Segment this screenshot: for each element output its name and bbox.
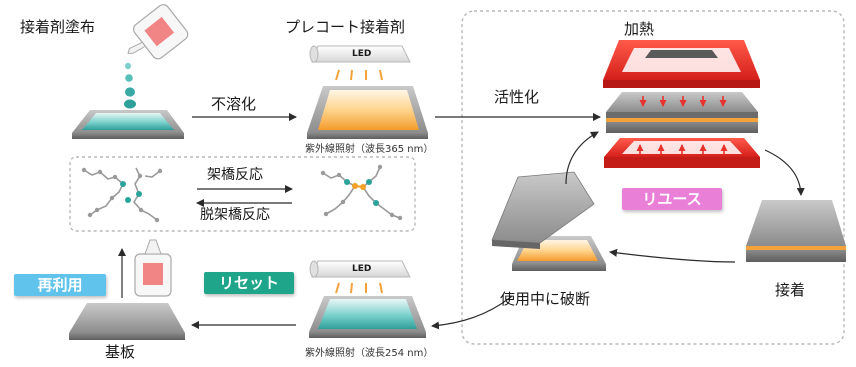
crosslink-reaction-label: 架橋反応: [207, 167, 263, 183]
broken-in-use-label: 使用中に破断: [500, 290, 591, 308]
glue-drops: [124, 62, 136, 109]
precoated-plate: [307, 86, 428, 139]
led-lamp-top: [309, 45, 411, 81]
precoat-adhesive-label: プレコート接着剤: [285, 18, 406, 36]
heating-to-bonding-arrow: [764, 149, 805, 196]
adhesive-coating-label: 接着剤塗布: [20, 18, 96, 36]
bonding-to-broken-arrow: [609, 248, 736, 263]
uv-365-label: 紫外線照射（波長365 nm）: [305, 144, 434, 155]
broken-to-heating-arrow: [565, 131, 599, 185]
layered-assembly: [606, 92, 758, 133]
reset-badge: リセット: [204, 272, 294, 294]
reset-plate: [309, 296, 426, 338]
heat-arrows-down: [639, 96, 727, 107]
linear-polymer-chains: [81, 167, 163, 223]
reuse-cycle-frame: [461, 10, 845, 345]
reuse-badge: リユース: [622, 188, 722, 210]
decrosslink-reaction-label: 脱架橋反応: [200, 207, 270, 223]
substrate-label: 基板: [105, 343, 136, 361]
bonding-label: 接着: [775, 281, 806, 299]
led-label-top: LED: [352, 49, 372, 59]
crosslink-reaction-frame: [69, 156, 416, 232]
led-label-bottom: LED: [352, 264, 372, 274]
broken-to-reset-arrow: [431, 295, 513, 330]
insolubilize-label: 不溶化: [211, 95, 257, 113]
glue-bottle-icon: [127, 4, 189, 60]
coated-substrate-plate: [72, 110, 184, 139]
reutilize-badge: 再利用: [14, 274, 106, 296]
led-lamp-bottom: [309, 260, 411, 294]
heating-label: 加熱: [624, 20, 655, 38]
glue-bottle-small-icon: [134, 239, 172, 297]
bonded-plate: [746, 200, 846, 262]
activate-label: 活性化: [494, 88, 540, 106]
crosslinked-network: [320, 164, 403, 221]
broken-bonded-plate: [491, 171, 606, 271]
heat-arrows-up: [636, 144, 728, 154]
top-heater: [603, 40, 760, 88]
uv-254-label: 紫外線照射（波長254 nm）: [305, 348, 434, 359]
bare-substrate-plate: [69, 303, 185, 340]
